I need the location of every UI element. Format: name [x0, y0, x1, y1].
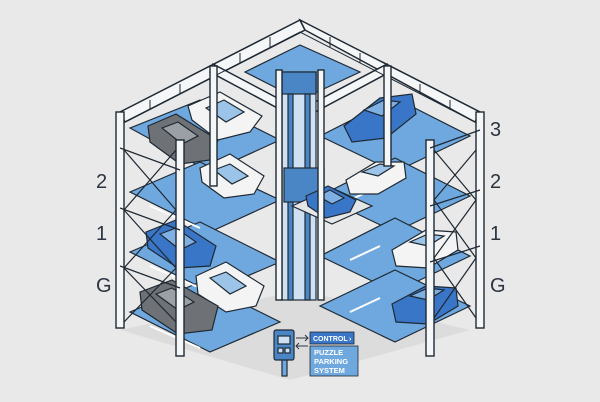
left-bracing: [119, 147, 181, 323]
control-arrows: [295, 334, 309, 350]
control-label-box: [309, 331, 355, 345]
frame-columns: [115, 65, 485, 357]
control-label: CONTROL: [313, 336, 348, 343]
top-railing: [124, 31, 476, 123]
left-level-2: 2: [96, 171, 107, 193]
left-cars: [139, 91, 265, 335]
title-box: [309, 345, 359, 377]
title-line-2: PARKING: [314, 357, 348, 366]
chevron-right-icon: ›: [349, 336, 352, 343]
right-level-3: 3: [490, 119, 501, 141]
left-lane-marks: [149, 205, 201, 349]
right-bracing: [429, 129, 481, 319]
left-level-g: G: [96, 275, 112, 297]
title-line-3: SYSTEM: [314, 366, 345, 375]
control-kiosk: [273, 329, 295, 377]
left-level-1: 1: [96, 223, 107, 245]
title-line-1: PUZZLE: [314, 348, 343, 357]
right-level-1: 1: [490, 223, 501, 245]
right-level-2: 2: [490, 171, 501, 193]
right-level-g: G: [490, 275, 506, 297]
